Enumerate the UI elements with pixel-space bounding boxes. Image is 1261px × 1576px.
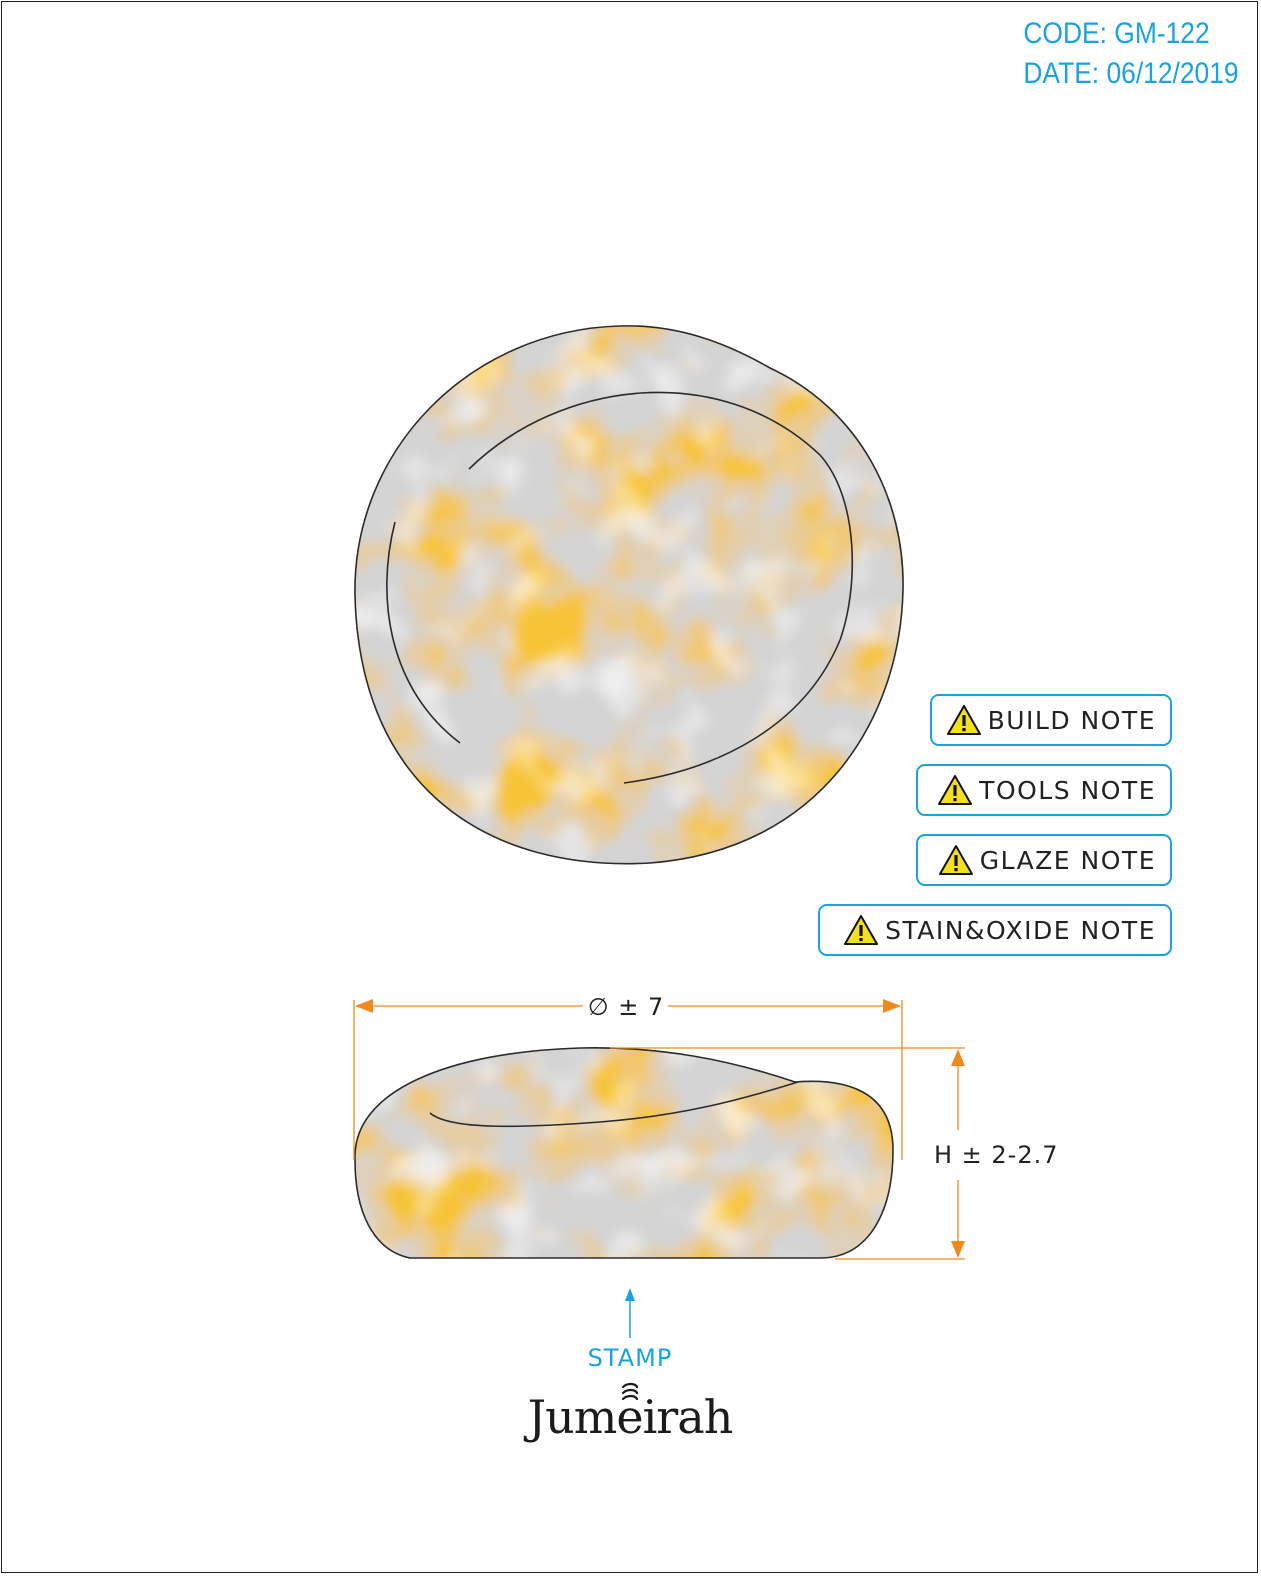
glaze-note-button[interactable]: GLAZE NOTE [916,834,1172,886]
arrowhead-bottom [951,1241,965,1258]
drawing-date: DATE: 06/12/2019 [1023,57,1239,90]
height-dimension [610,1047,965,1260]
brand-logo: Jumeirah [527,1390,734,1444]
stain-oxide-note-button[interactable]: STAIN&OXIDE NOTE [818,904,1172,956]
warning-triangle-icon [844,915,879,945]
height-label: H ± 2-2.7 [934,1141,1059,1169]
diameter-dimension [353,999,903,1160]
tools-note-label: TOOLS NOTE [979,775,1156,805]
title-block: CODE: GM-122 DATE: 06/12/2019 [1024,14,1239,94]
top-view-inner-rim-upper [468,391,854,784]
side-view-outline [354,1047,894,1259]
stamp-label: STAMP [587,1344,673,1372]
arrowhead-left [355,999,373,1013]
warning-triangle-icon [938,845,973,875]
side-view [354,1047,894,1259]
top-view [354,325,904,865]
tools-note-button[interactable]: TOOLS NOTE [916,764,1172,816]
arrowhead-right [883,999,901,1013]
brand-swirl-icon [621,1382,639,1401]
warning-triangle-icon [938,775,973,805]
build-note-label: BUILD NOTE [987,705,1156,735]
diameter-label: ∅ ± 7 [588,993,665,1021]
glaze-note-label: GLAZE NOTE [979,845,1156,875]
stamp-arrow [625,1288,635,1338]
build-note-button[interactable]: BUILD NOTE [930,694,1172,746]
top-view-outline [354,325,904,865]
stain-oxide-note-label: STAIN&OXIDE NOTE [885,915,1156,945]
side-view-inner-line [429,1081,799,1128]
top-view-inner-rim-lower [386,521,461,744]
warning-triangle-icon [946,705,981,735]
product-code: CODE: GM-122 [1023,17,1211,50]
arrowhead-top [951,1049,965,1066]
